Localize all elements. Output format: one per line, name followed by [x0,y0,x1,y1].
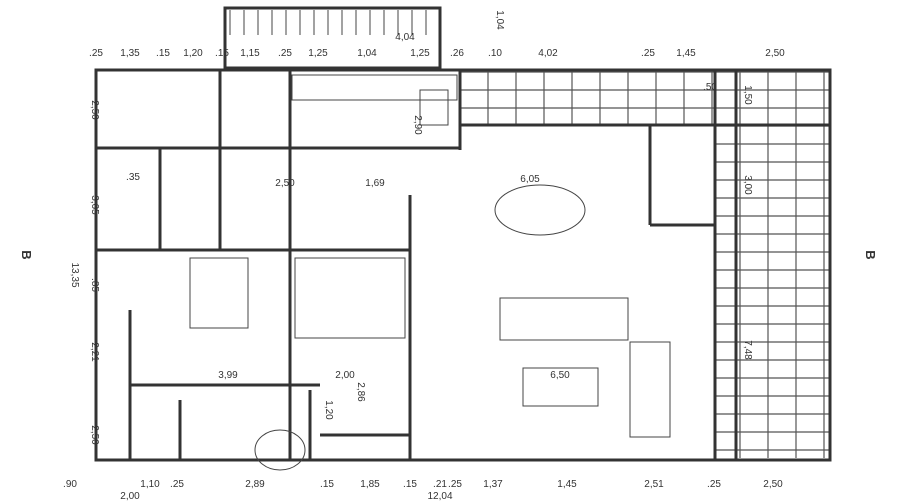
dimension-label: 1,15 [240,48,260,59]
dimension-label: .15 [156,48,170,59]
dimension-label: 1,10 [140,479,160,490]
kitchen-counter [291,74,458,101]
round-table [254,429,306,471]
dimension-label: 1,25 [308,48,328,59]
dimension-label: 1,25 [410,48,430,59]
dimension-label: 1,35 [120,48,140,59]
dimension-label: 2,50 [275,178,295,189]
dimension-label: 2,90 [412,115,423,135]
dimension-label: .25 [448,479,462,490]
dimension-label: .35 [126,172,140,183]
dimension-label: 1,04 [494,10,505,30]
section-marker: B [863,250,878,259]
sofa [499,297,629,341]
dimension-label: 3,05 [89,195,100,215]
dimension-label: .25 [170,479,184,490]
dimension-label: 2,00 [120,491,140,502]
dimension-label: 3,99 [218,370,238,381]
section-marker: B [19,250,34,259]
dimension-label: .26 [450,48,464,59]
dimension-label: 2,50 [765,48,785,59]
dimension-label: .21 [433,479,447,490]
dimension-label: .25 [707,479,721,490]
dimension-label: .25 [641,48,655,59]
dimension-label: .15 [403,479,417,490]
dimension-label: 1,45 [557,479,577,490]
dimension-label: .15 [320,479,334,490]
dimension-label: 13,35 [69,262,80,287]
dimension-label: 2,00 [335,370,355,381]
dimension-label: 1,20 [323,400,334,420]
dimension-label: .85 [89,278,100,292]
walls [94,6,832,462]
dimension-labels: .25 1,35 .15 1,20 .15 1,15 .25 1,25 1,04 1,25 .26.… [19,10,878,502]
bed [189,257,249,329]
dimension-label: 2,50 [89,425,100,445]
dimension-label: 4,02 [538,48,558,59]
dimension-label: 1,04 [357,48,377,59]
coffee-table [522,367,599,407]
dimension-label: .25 [89,48,103,59]
dimension-label: 6,05 [520,174,540,185]
dining-table [494,184,586,236]
dimension-label: 3,00 [742,175,753,195]
terrace-grid [229,10,830,458]
dimension-label: 1,50 [742,85,753,105]
dimension-label: 2,50 [89,100,100,120]
stove [419,89,449,126]
dimension-label: 2,89 [245,479,265,490]
dimension-label: 2,21 [89,342,100,362]
dimension-label: 4,04 [395,32,415,43]
dimension-label: 6,50 [550,370,570,381]
dimension-label: .50 [703,82,717,93]
dimension-label: 1,69 [365,178,385,189]
dimension-label: 1,85 [360,479,380,490]
dimension-label: 2,86 [355,382,366,402]
dimension-label: .90 [63,479,77,490]
dimension-label: 1,20 [183,48,203,59]
dimension-label: .10 [488,48,502,59]
dimension-label: 1,37 [483,479,503,490]
dimension-label: .25 [278,48,292,59]
stairs [294,257,406,339]
furniture [189,74,671,471]
dimension-label: 2,51 [644,479,664,490]
dimension-label: 12,04 [427,491,452,502]
dimension-label: 1,45 [676,48,696,59]
dimension-label: 2,50 [763,479,783,490]
dimension-label: 7,48 [742,340,753,360]
dimension-label: .15 [215,48,229,59]
sofa-side [629,341,671,438]
